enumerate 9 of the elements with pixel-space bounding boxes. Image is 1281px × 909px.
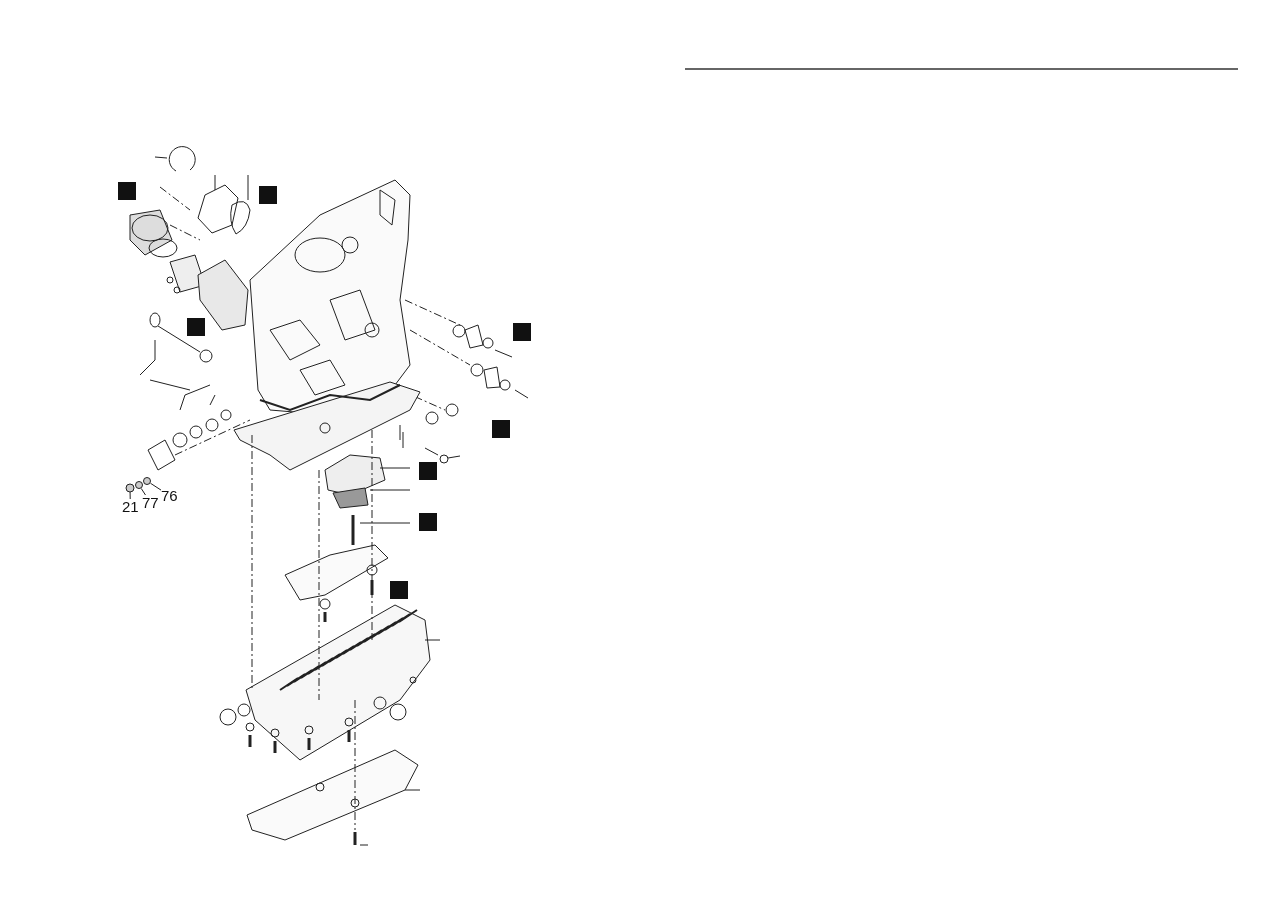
leader-line: [129, 491, 131, 500]
leader-line: [150, 482, 162, 491]
washer-part: [135, 481, 143, 489]
callout-number: 77: [142, 495, 159, 510]
callout-number: 76: [161, 488, 178, 503]
washer-part: [143, 477, 151, 485]
washer-part: [125, 483, 135, 493]
callout-number: 21: [122, 499, 139, 514]
leader-line: [140, 488, 146, 496]
